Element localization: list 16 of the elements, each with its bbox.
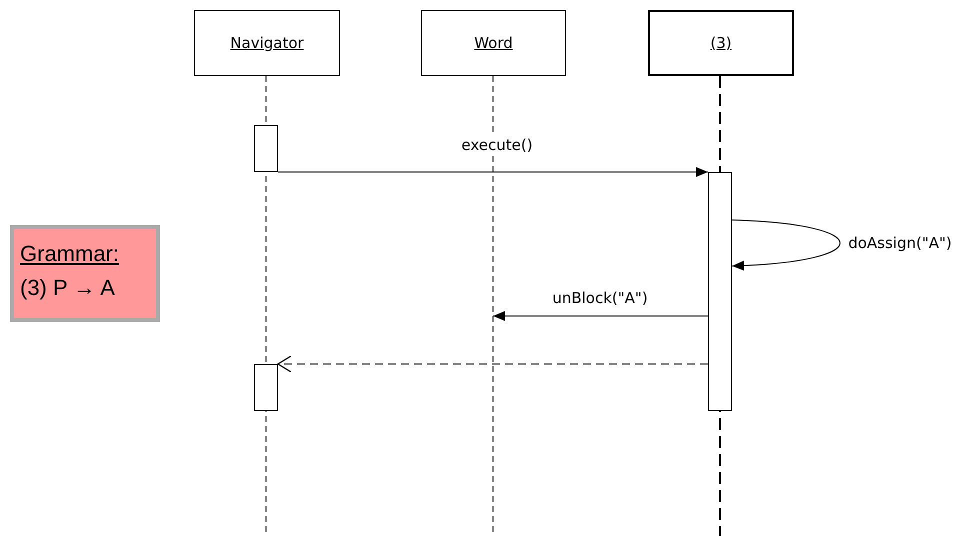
activation-bar <box>708 172 732 411</box>
lifeline-head-box <box>194 10 340 76</box>
lifeline-head-box <box>421 10 566 76</box>
grammar-rule: (3) P → A <box>20 274 116 302</box>
lifeline-head-box <box>648 10 794 76</box>
note-heading: Grammar: <box>20 240 120 268</box>
message-arrow <box>492 311 708 321</box>
message-arrow <box>278 167 708 177</box>
message-arrow <box>277 355 708 373</box>
message-arrow <box>732 220 840 270</box>
note-box <box>10 225 160 322</box>
participant-name: Navigator <box>230 34 304 52</box>
activation-bar <box>254 364 278 411</box>
participant-name: Word <box>474 34 513 52</box>
participant-name: (3) <box>710 34 732 52</box>
activation-bar <box>254 125 278 172</box>
